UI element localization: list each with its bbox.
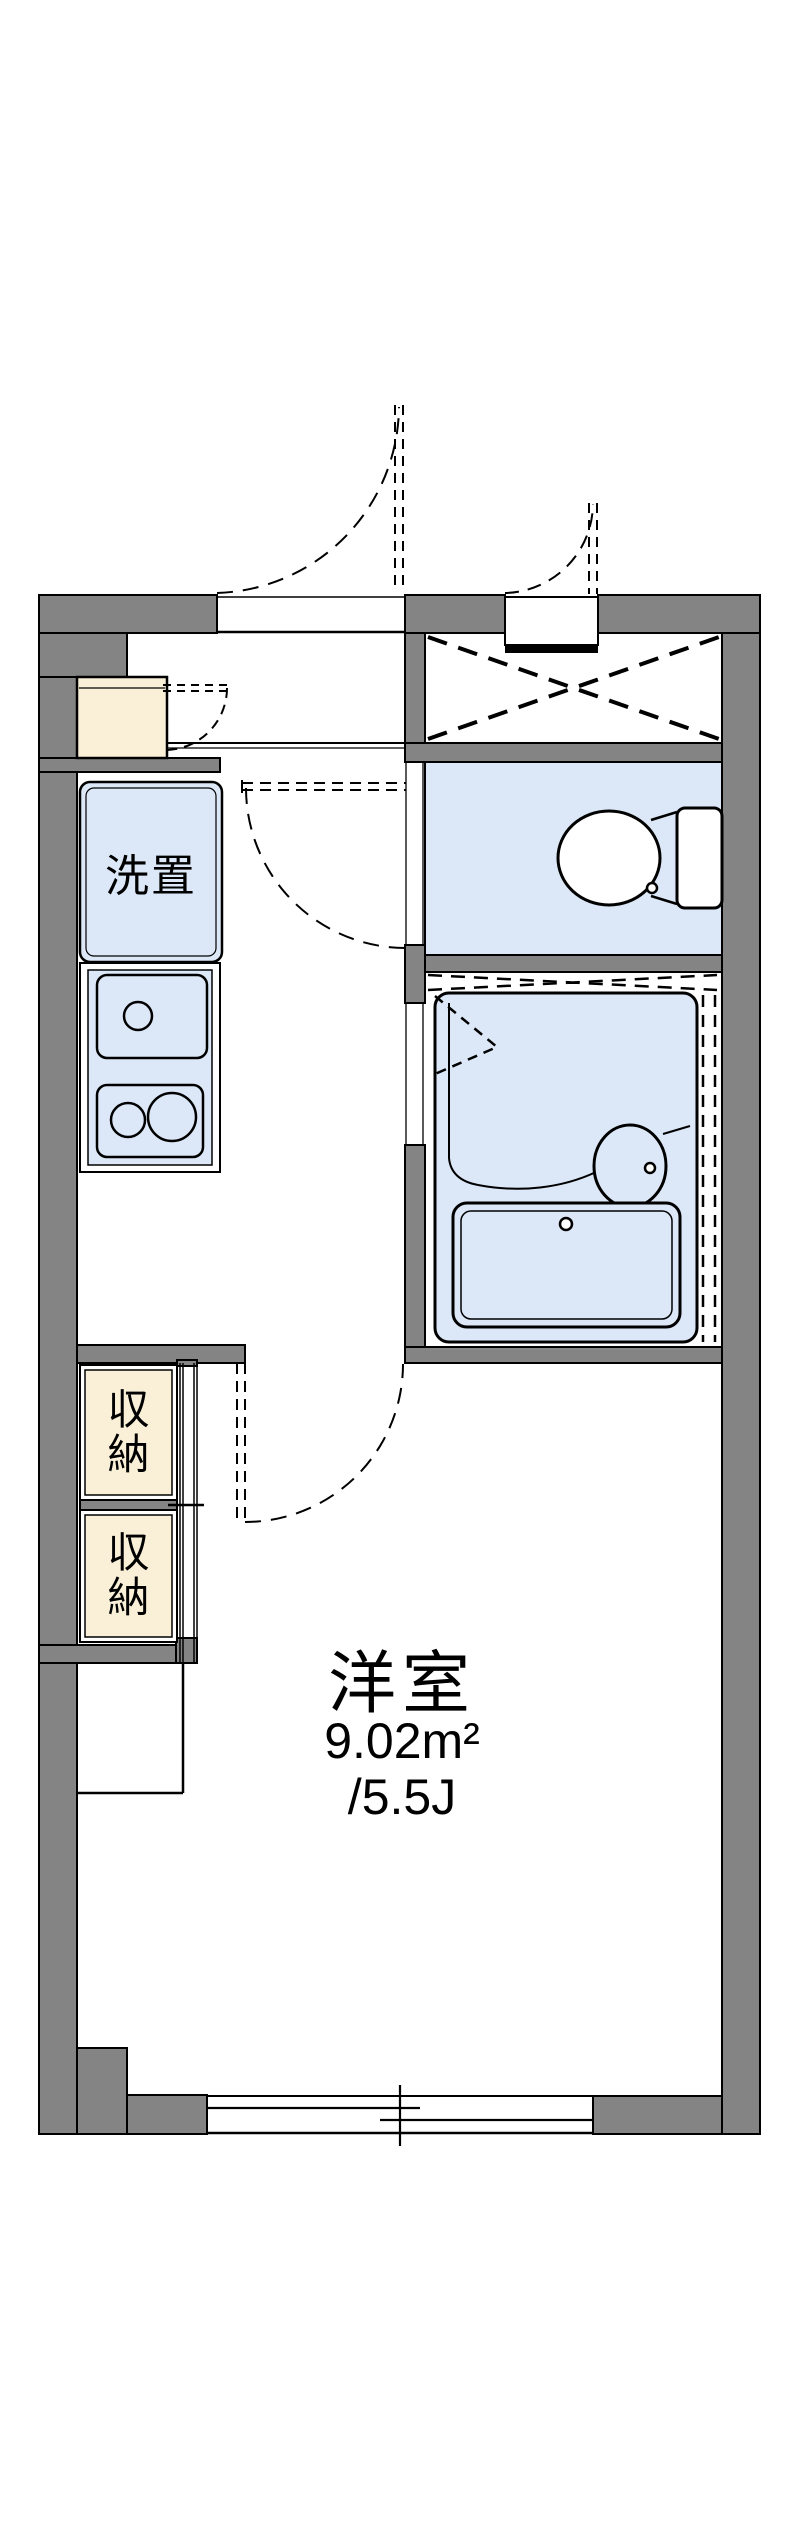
storage-lower-label: 収納 — [80, 1510, 177, 1642]
kitchen-unit — [79, 962, 221, 1173]
toilet-tank — [675, 806, 724, 910]
storage-lower-label-text: 収納 — [107, 1529, 150, 1621]
burner-left — [109, 1101, 147, 1139]
burner-right — [146, 1091, 198, 1143]
meter-box — [504, 503, 599, 653]
toilet-room — [241, 761, 724, 956]
shoe-cabinet-door-swing — [164, 687, 228, 751]
shoe-cabinet — [75, 675, 169, 760]
storage-upper-label-text: 収納 — [107, 1385, 150, 1478]
washer-space-label: 洗置 — [105, 852, 197, 901]
walls — [38, 594, 761, 2135]
entrance-door — [216, 405, 405, 634]
storage-closet — [79, 1363, 204, 1663]
pipe-space-dashes — [701, 995, 717, 1342]
wall-alcove — [77, 1663, 185, 1795]
toilet-door-swing — [245, 787, 407, 949]
entrance-hall — [75, 675, 405, 760]
closet-sliding-track — [179, 1363, 198, 1663]
bifold-bath-door — [434, 995, 500, 1076]
unit-bath — [405, 973, 718, 1344]
bathtub — [451, 1201, 682, 1329]
storage-upper-label: 収納 — [80, 1365, 177, 1500]
flush-button — [645, 881, 659, 895]
kitchen-stove — [95, 1083, 205, 1159]
tub-drain — [558, 1216, 574, 1232]
sink-drain — [122, 1000, 154, 1032]
crossed-space — [427, 635, 720, 741]
basin-faucet — [643, 1161, 657, 1175]
toilet-bowl — [556, 809, 662, 907]
western-room-name: 洋室 — [327, 1646, 476, 1722]
sliding-window — [206, 2085, 593, 2146]
western-room-area-sqm: 9.02m² — [324, 1713, 480, 1769]
western-room-area-tatami: /5.5J — [347, 1769, 457, 1825]
room-door — [236, 1363, 404, 1523]
room-door-swing — [244, 1363, 404, 1523]
